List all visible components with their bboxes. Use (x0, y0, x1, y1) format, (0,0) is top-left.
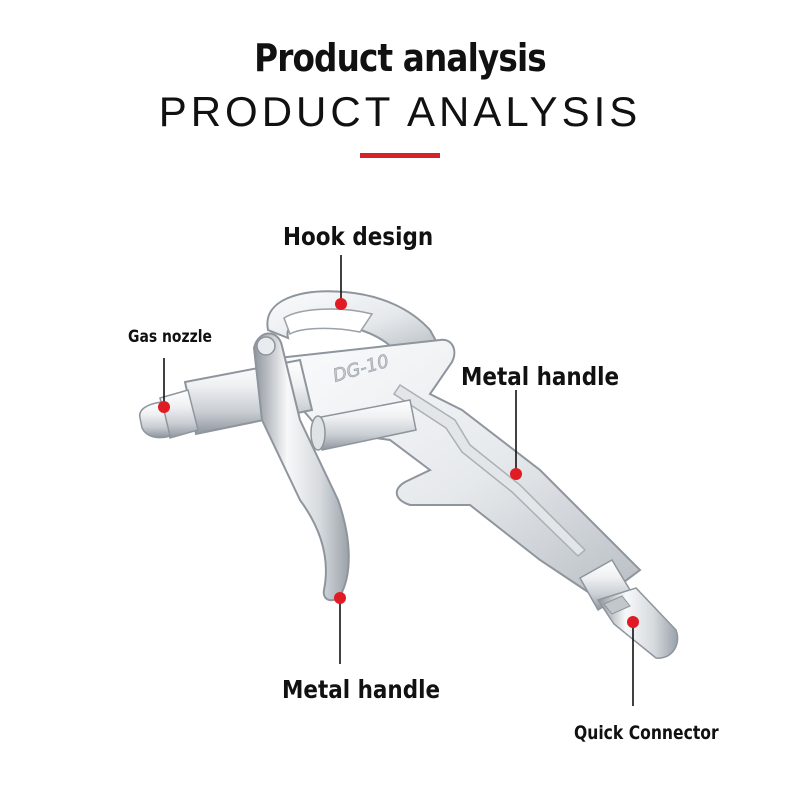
leader-lines (163, 255, 634, 706)
marker-nozzle (158, 401, 170, 413)
marker-body-handle (510, 468, 522, 480)
callout-body-metal-handle: Metal handle (461, 362, 620, 391)
marker-hook (335, 298, 347, 310)
callout-gas-nozzle: Gas nozzle (128, 327, 212, 347)
plunger (310, 399, 417, 451)
callout-quick-connector: Quick Connector (574, 722, 719, 744)
callout-hook-design: Hook design (283, 222, 434, 251)
callout-trigger-metal-handle: Metal handle (282, 675, 441, 704)
markers (158, 298, 639, 628)
marker-trigger-handle (334, 592, 346, 604)
marker-connector (627, 616, 639, 628)
page-subtitle: PRODUCT ANALYSIS (158, 88, 642, 135)
page-title: Product analysis (254, 36, 547, 80)
hook-loop (266, 290, 444, 353)
title-divider (360, 153, 440, 158)
